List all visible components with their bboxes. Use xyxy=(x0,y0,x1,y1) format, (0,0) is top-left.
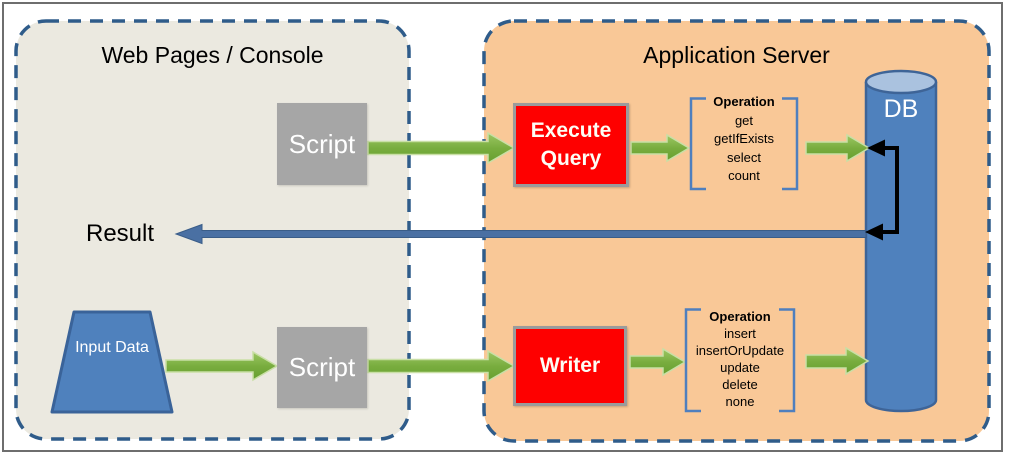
arrow-input-data-to-script xyxy=(165,350,279,382)
input-data-label: Input Data xyxy=(75,339,149,356)
write-operation-item: delete xyxy=(722,377,758,392)
write-operation-item: insertOrUpdate xyxy=(695,343,785,358)
result-label: Result xyxy=(86,220,155,247)
arrow-write-operations-to-db xyxy=(805,346,870,376)
query-operation-item: count xyxy=(728,168,760,183)
query-operation-item: getIfExists xyxy=(714,131,774,146)
script-box-bottom: Script xyxy=(277,327,367,408)
write-operation-item: insert xyxy=(724,326,756,341)
result-arrow xyxy=(174,223,867,245)
script-box-top-label: Script xyxy=(288,128,356,159)
writer-box: Writer xyxy=(513,326,627,406)
query-operations-bracket-right xyxy=(782,97,799,191)
write-operations-title: Operation xyxy=(709,309,771,324)
write-operations-bracket-right xyxy=(779,308,796,413)
query-operations-list: Operation get getIfExists select count xyxy=(691,93,797,186)
write-operation-item: update xyxy=(720,360,760,375)
right-panel-title: Application Server xyxy=(643,42,830,68)
db-connector-arrowhead-bottom xyxy=(865,223,883,241)
execute-query-box: Execute Query xyxy=(513,103,629,187)
db-cylinder-top xyxy=(864,69,938,95)
query-operation-item: select xyxy=(727,149,761,165)
arrow-script-to-execute-query xyxy=(367,131,516,165)
write-operations-list: Operation insert insertOrUpdate update d… xyxy=(686,308,794,410)
script-box-top: Script xyxy=(277,103,367,185)
write-operations-bracket-left xyxy=(684,308,701,413)
db-cylinder-body xyxy=(864,82,938,413)
execute-query-label: Execute Query xyxy=(530,118,612,170)
writer-label: Writer xyxy=(539,353,601,377)
db-connector-arrowhead-top xyxy=(867,139,885,157)
db-return-connector xyxy=(882,146,899,234)
left-panel-title: Web Pages / Console xyxy=(101,42,324,68)
input-data-trapezoid xyxy=(50,310,174,414)
arrow-writer-to-operations xyxy=(629,347,687,377)
script-box-bottom-label: Script xyxy=(288,352,356,382)
slide-frame xyxy=(2,2,1003,452)
query-operations-bracket-left xyxy=(689,97,706,191)
write-operation-item: none xyxy=(725,394,755,409)
arrow-execute-query-to-operations xyxy=(630,133,691,163)
query-operations-title: Operation xyxy=(713,94,775,109)
db-label: DB xyxy=(883,95,919,123)
query-operation-item: get xyxy=(734,112,754,128)
arrow-query-operations-to-db xyxy=(805,133,871,163)
arrow-script-to-writer xyxy=(367,349,516,383)
